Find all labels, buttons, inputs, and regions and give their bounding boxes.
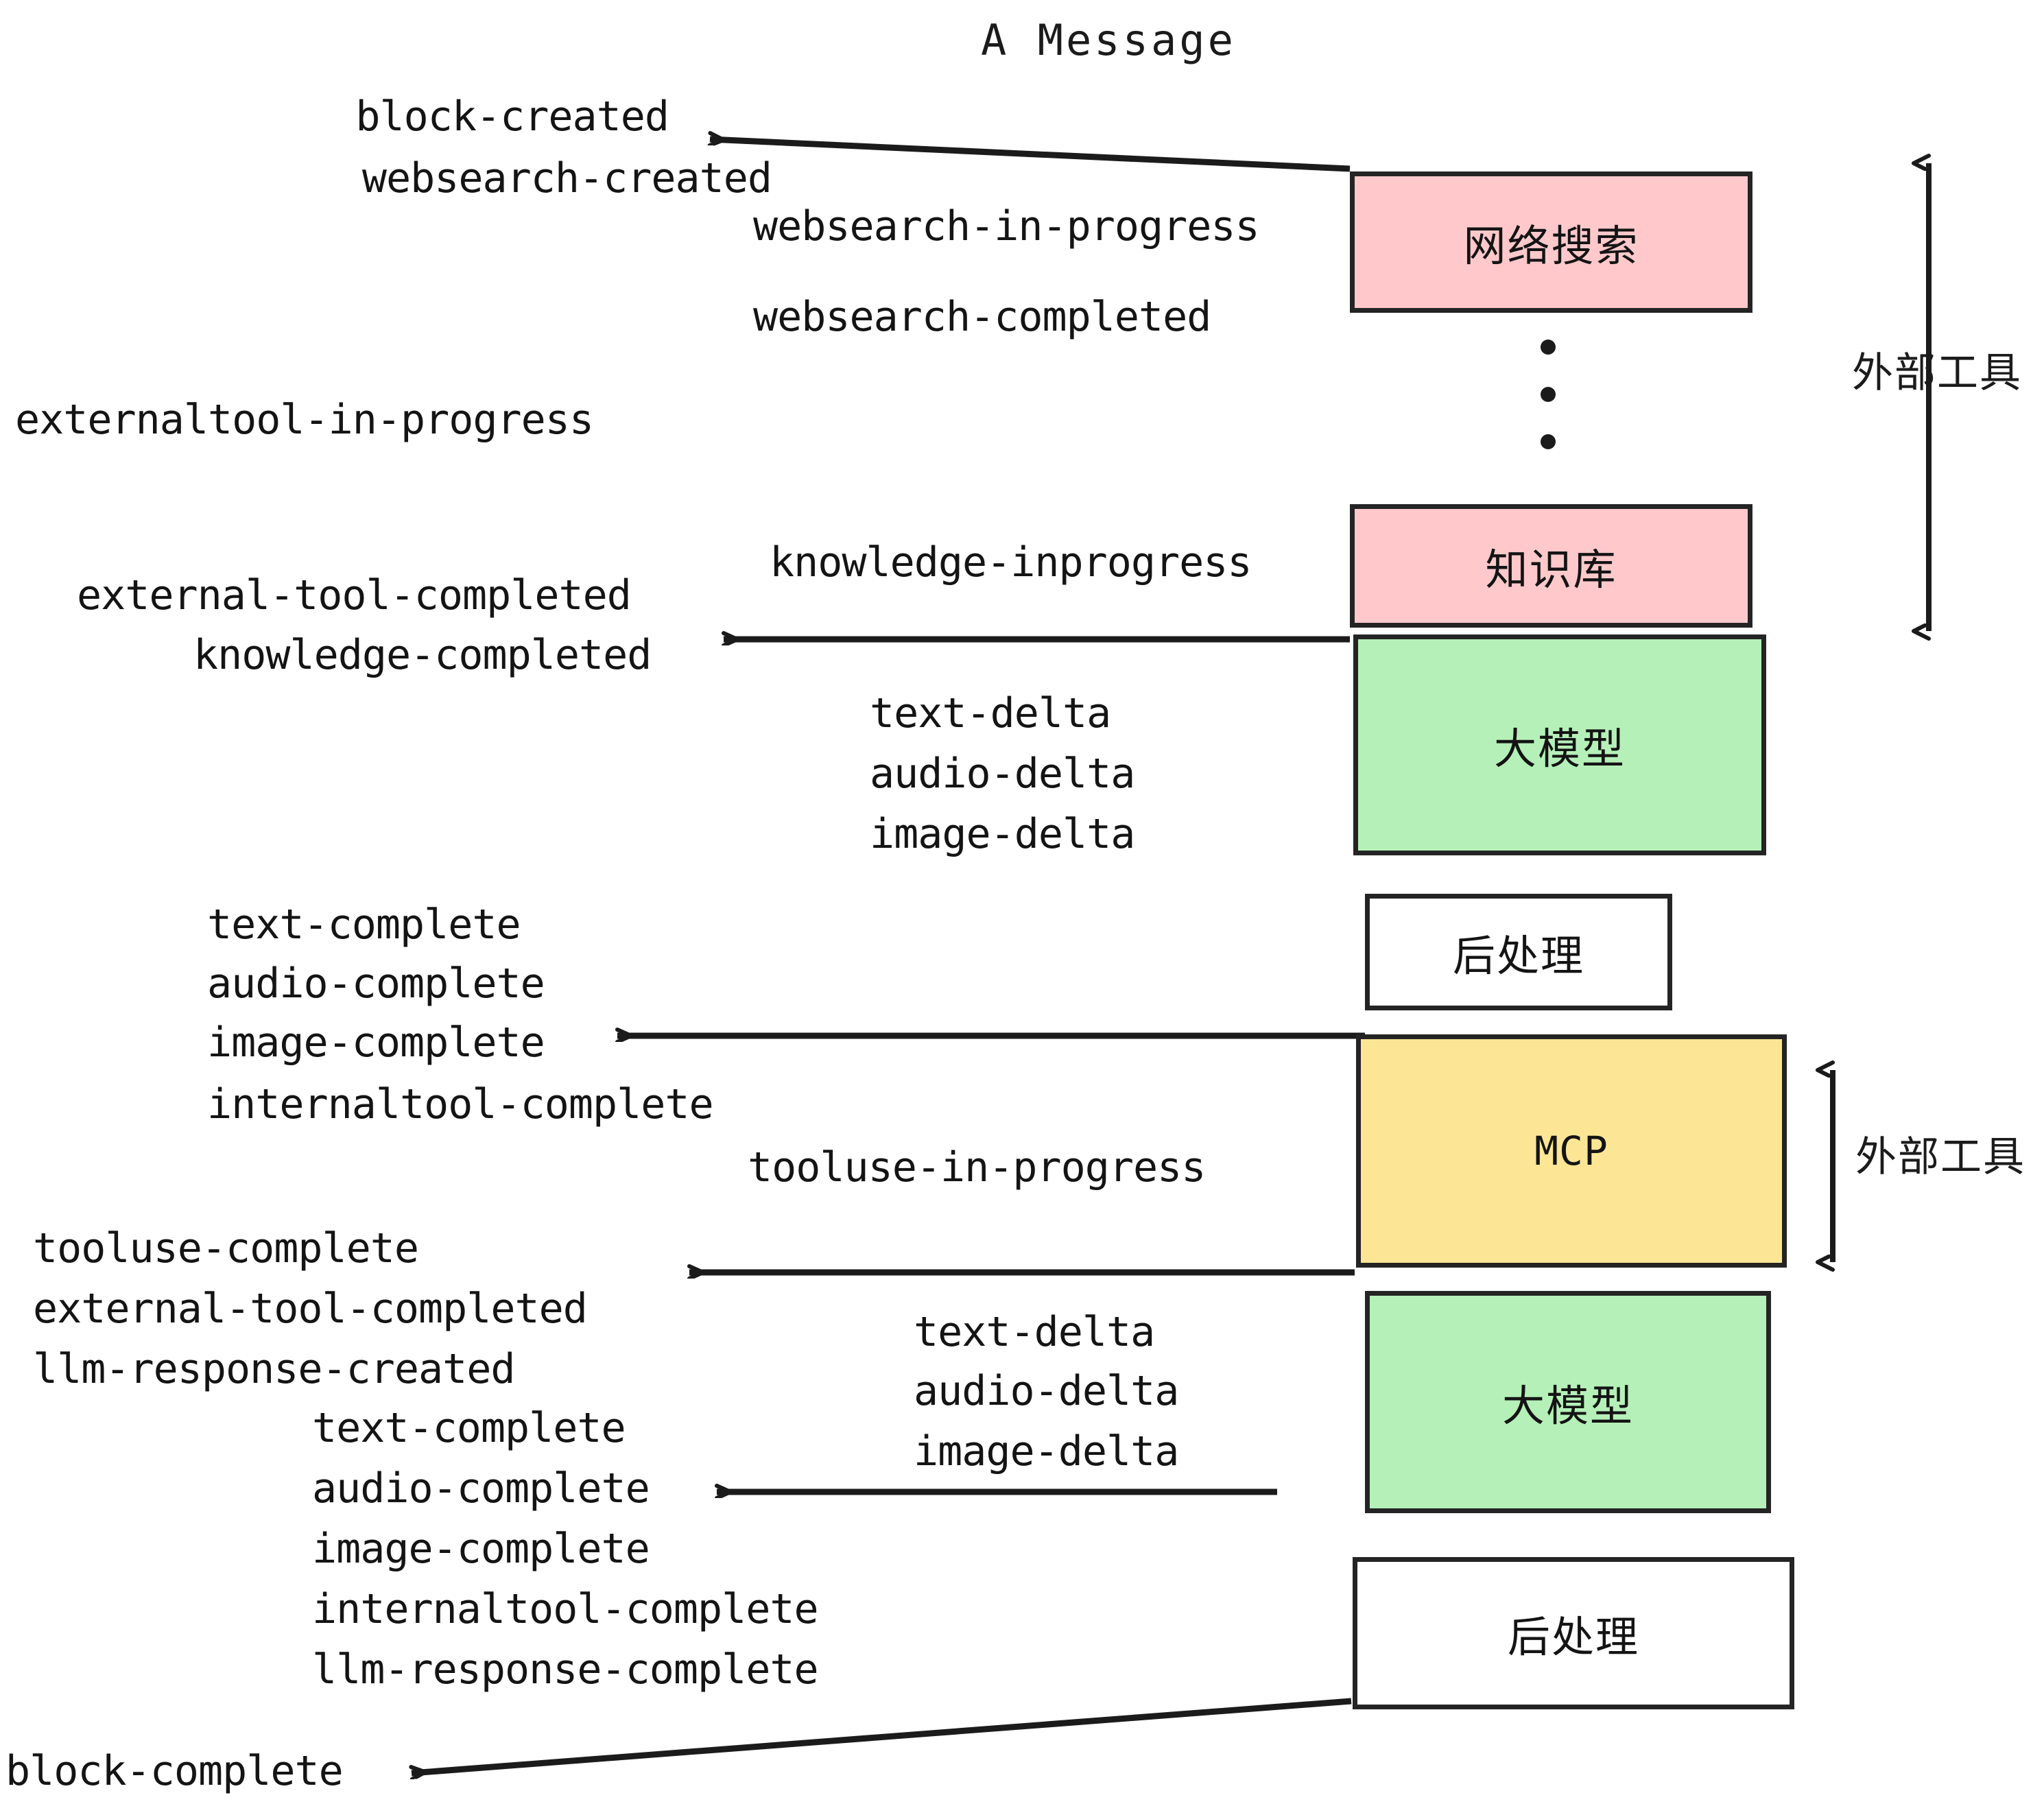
node-websearch-label: 网络搜索 [1463,221,1639,271]
node-knowledge[interactable]: 知识库 [1350,504,1752,628]
event-text-complete-2: text-complete [312,1404,626,1452]
event-external-tool-completed-2: external-tool-completed [33,1285,588,1333]
event-llm-response-complete: llm-response-complete [312,1646,819,1694]
event-image-complete-2: image-complete [312,1525,650,1573]
node-llm-1[interactable]: 大模型 [1353,634,1766,855]
event-tooluse-in-progress: tooluse-in-progress [748,1143,1206,1191]
event-text-delta-1: text-delta [870,689,1111,737]
event-internaltool-complete-1: internaltool-complete [207,1080,714,1128]
event-websearch-created: websearch-created [361,154,772,202]
event-image-delta-2: image-delta [914,1427,1179,1475]
ellipsis-vertical-dots [1540,340,1556,449]
node-mcp[interactable]: MCP [1356,1034,1787,1268]
node-llm-2[interactable]: 大模型 [1365,1291,1771,1513]
node-knowledge-label: 知识库 [1485,545,1617,595]
node-postprocess-2-label: 后处理 [1507,1612,1639,1662]
node-mcp-label: MCP [1534,1128,1608,1174]
event-audio-complete-1: audio-complete [207,960,545,1008]
event-text-complete-1: text-complete [207,901,521,949]
event-audio-complete-2: audio-complete [312,1464,650,1512]
node-postprocess-1[interactable]: 后处理 [1365,894,1672,1010]
event-audio-delta-1: audio-delta [870,750,1135,798]
event-image-complete-1: image-complete [207,1019,545,1067]
node-postprocess-1-label: 后处理 [1452,931,1584,981]
node-llm-1-label: 大模型 [1493,724,1626,774]
event-internaltool-complete-2: internaltool-complete [312,1585,819,1633]
event-block-complete: block-complete [5,1747,344,1795]
event-websearch-completed: websearch-completed [753,293,1211,341]
event-websearch-in-progress: websearch-in-progress [753,202,1260,250]
event-external-tool-completed-1: external-tool-completed [77,571,632,619]
diagram-title: A Message [981,15,1236,65]
event-knowledge-completed: knowledge-completed [193,631,652,679]
node-postprocess-2[interactable]: 后处理 [1353,1557,1794,1709]
brace-top-label: 外部工具 [1852,349,2022,397]
event-llm-response-created: llm-response-created [33,1345,515,1393]
event-text-delta-2: text-delta [914,1308,1155,1356]
node-websearch[interactable]: 网络搜索 [1350,171,1752,313]
event-externaltool-in-progress: externaltool-in-progress [15,396,594,444]
arrow-websearch-to-created [710,139,1351,172]
event-tooluse-complete: tooluse-complete [33,1224,419,1272]
arrow-postproc2-to-block-complete [412,1698,1352,1773]
event-block-created: block-created [355,93,669,141]
brace-bottom-label: 外部工具 [1855,1133,2025,1181]
event-audio-delta-2: audio-delta [914,1367,1179,1415]
event-knowledge-inprogress: knowledge-inprogress [770,538,1252,586]
event-image-delta-1: image-delta [870,810,1135,858]
node-llm-2-label: 大模型 [1501,1381,1634,1431]
